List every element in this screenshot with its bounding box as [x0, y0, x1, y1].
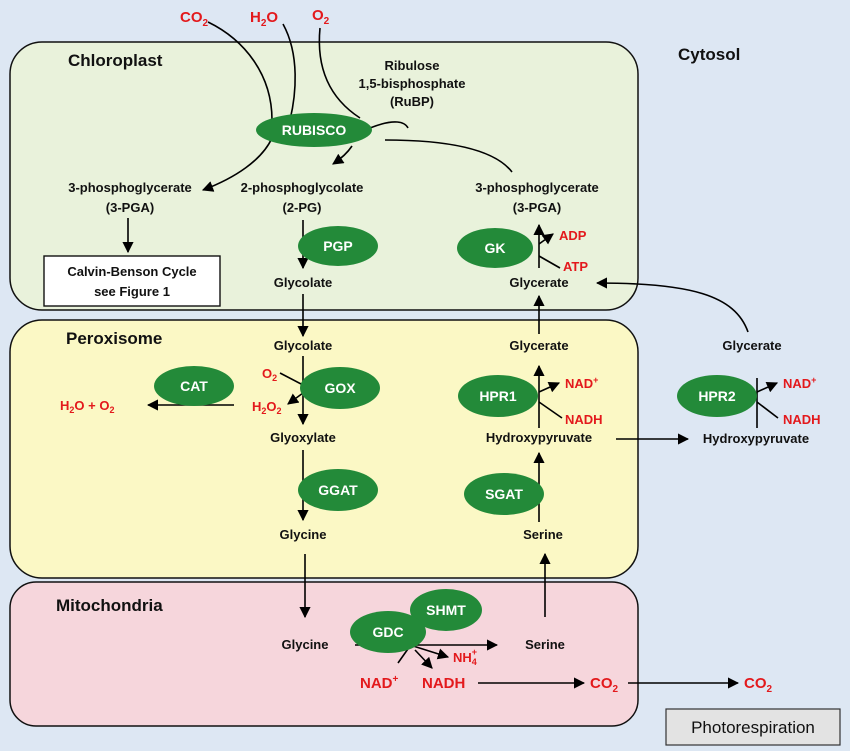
calvin-cycle-label-2: see Figure 1 — [94, 284, 170, 299]
glycerate-peroxisome-label: Glycerate — [509, 338, 568, 353]
nad-plus-cytosol-label: NAD+ — [783, 375, 816, 391]
svg-text:RUBISCO: RUBISCO — [282, 122, 347, 138]
rubp-label-3: (RuBP) — [390, 94, 434, 109]
serine-mitochondria-label: Serine — [525, 637, 565, 652]
calvin-cycle-label-1: Calvin-Benson Cycle — [67, 264, 196, 279]
peroxisome-label: Peroxisome — [66, 329, 162, 348]
serine-peroxisome-label: Serine — [523, 527, 563, 542]
nad-plus-mitochondria-label: NAD+ — [360, 674, 399, 692]
3pga-right-label-1: 3-phosphoglycerate — [475, 180, 599, 195]
svg-text:GGAT: GGAT — [318, 482, 358, 498]
svg-text:SGAT: SGAT — [485, 486, 523, 502]
svg-text:HPR2: HPR2 — [698, 388, 736, 404]
calvin-cycle-box — [43, 255, 221, 307]
adp-label: ADP — [559, 228, 587, 243]
to-2pg-arrow — [332, 145, 353, 165]
o2-input-curve — [318, 27, 361, 119]
gk-enzyme: GK — [457, 228, 533, 268]
2pg-label-1: 2-phosphoglycolate — [241, 180, 364, 195]
nadh-input-line-hpr1 — [538, 401, 563, 419]
hpr1-enzyme: HPR1 — [458, 375, 538, 417]
h2o-input-curve — [282, 23, 296, 121]
shmt-enzyme: SHMT — [410, 589, 482, 631]
sgat-enzyme: SGAT — [464, 473, 544, 515]
glycolate-chloroplast-label: Glycolate — [274, 275, 333, 290]
rubp-label-1: Ribulose — [385, 58, 440, 73]
h2o2-label: H2O2 — [252, 399, 282, 416]
gdc-enzyme: GDC — [350, 611, 426, 653]
hydroxypyruvate-cytosol-label: Hydroxypyruvate — [703, 431, 809, 446]
2pg-label-2: (2-PG) — [283, 200, 322, 215]
hpr2-enzyme: HPR2 — [677, 375, 757, 417]
svg-text:HPR1: HPR1 — [479, 388, 517, 404]
glycine-mitochondria-label: Glycine — [282, 637, 329, 652]
glycolate-peroxisome-label: Glycolate — [274, 338, 333, 353]
adp-release-arrow — [538, 233, 554, 245]
o2-peroxisome-label: O2 — [262, 366, 277, 383]
pgp-enzyme: PGP — [298, 226, 378, 266]
nad-release-arrow-hpr2 — [756, 382, 779, 393]
gox-enzyme: GOX — [300, 367, 380, 409]
to-3pga-right-curve — [384, 139, 513, 173]
svg-text:GDC: GDC — [372, 624, 403, 640]
mitochondria-label: Mitochondria — [56, 596, 163, 615]
glycerate-chloroplast-label: Glycerate — [509, 275, 568, 290]
o2-consumption-line — [279, 372, 304, 386]
co2-cytosol-label: CO2 — [744, 675, 773, 695]
h2o2-release-arrow — [287, 392, 304, 405]
o2-input-label: O2 — [312, 7, 330, 27]
hydroxypyruvate-peroxisome-label: Hydroxypyruvate — [486, 430, 592, 445]
nh4-release-arrow — [409, 644, 450, 660]
atp-input-line — [538, 255, 561, 269]
svg-text:GOX: GOX — [324, 380, 356, 396]
co2-input-curve — [207, 21, 273, 121]
3pga-left-label-1: 3-phosphoglycerate — [68, 180, 192, 195]
rubp-input-curve — [369, 121, 409, 129]
glycerate-cytosol-label: Glycerate — [722, 338, 781, 353]
nadh-cytosol-label: NADH — [783, 412, 821, 427]
svg-text:SHMT: SHMT — [426, 602, 466, 618]
3pga-left-label-2: (3-PGA) — [106, 200, 154, 215]
glyoxylate-label: Glyoxylate — [270, 430, 336, 445]
svg-text:GK: GK — [485, 240, 506, 256]
cat-enzyme: CAT — [154, 366, 234, 406]
nad-release-arrow-hpr1 — [538, 382, 561, 393]
mitochondria-compartment — [9, 581, 639, 727]
rubisco-enzyme: RUBISCO — [256, 113, 372, 147]
co2-mitochondria-label: CO2 — [590, 675, 619, 695]
co2-input-label: CO2 — [180, 9, 209, 29]
caption-box — [665, 708, 841, 746]
nadh-mitochondria-label: NADH — [422, 675, 465, 692]
svg-text:PGP: PGP — [323, 238, 353, 254]
caption-label: Photorespiration — [691, 718, 815, 737]
ggat-enzyme: GGAT — [298, 469, 378, 511]
nadh-peroxisome-label: NADH — [565, 412, 603, 427]
rubp-label-2: 1,5-bisphosphate — [359, 76, 466, 91]
water-oxygen-label: H2O + O2 — [60, 398, 114, 415]
nad-plus-peroxisome-label: NAD+ — [565, 375, 598, 391]
h2o-input-label: H2O — [250, 9, 278, 29]
nadh-release-arrow — [414, 649, 433, 669]
cytosol-label: Cytosol — [678, 45, 740, 64]
to-3pga-left-arrow — [201, 137, 273, 192]
atp-label: ATP — [563, 259, 588, 274]
chloroplast-label: Chloroplast — [68, 51, 163, 70]
svg-text:CAT: CAT — [180, 378, 208, 394]
nadh-input-line-hpr2 — [756, 401, 779, 419]
3pga-right-label-2: (3-PGA) — [513, 200, 561, 215]
nh4-label: NH4+ — [453, 647, 477, 667]
glycine-peroxisome-label: Glycine — [280, 527, 327, 542]
glycerate-to-chloroplast-arrow — [595, 277, 749, 333]
